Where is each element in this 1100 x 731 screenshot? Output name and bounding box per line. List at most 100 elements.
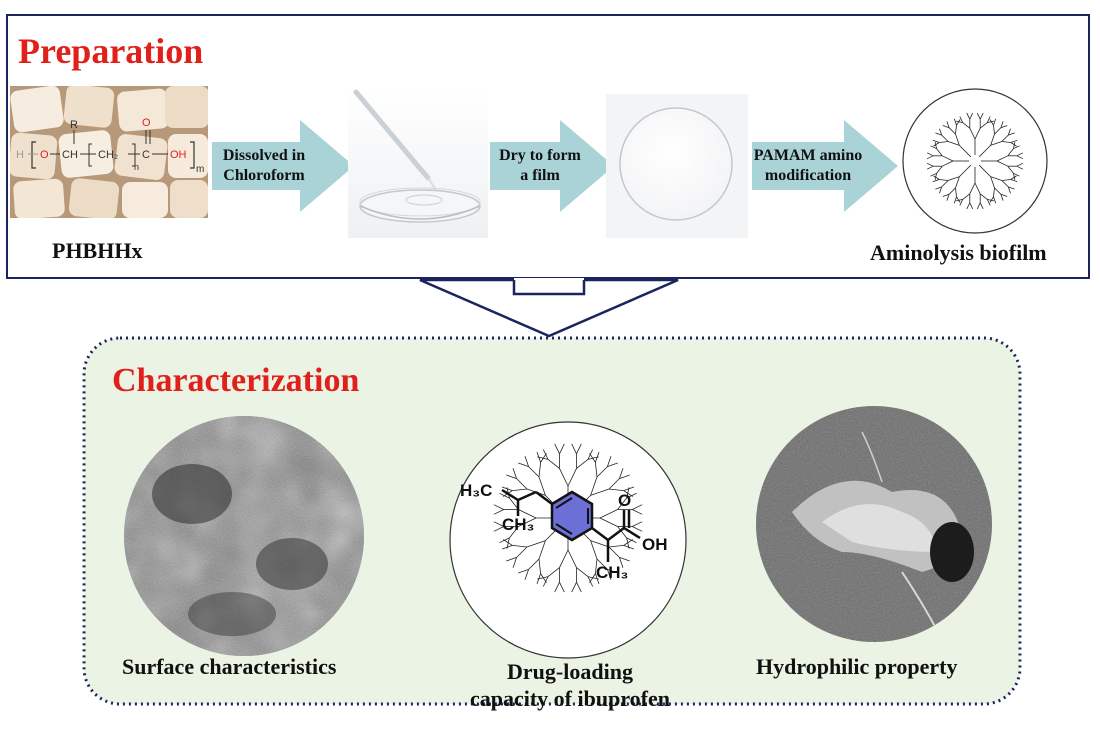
- dendrimer-branch: [956, 196, 961, 203]
- dendrimer-branch: [966, 202, 971, 210]
- dendrimer-branch: [986, 116, 991, 123]
- dendrimer-branch: [619, 557, 630, 562]
- dendrimer-branch: [926, 155, 934, 160]
- step-2-line-2: a film: [520, 167, 560, 184]
- dendrimer-branch: [976, 112, 981, 120]
- dendrimer-branch: [559, 582, 565, 593]
- dendrimer-branch: [608, 545, 624, 548]
- ibu-oh: OH: [642, 535, 668, 554]
- dendrimer-branch: [607, 462, 618, 467]
- dendrimer-branch: [969, 202, 974, 210]
- dendrimer-branch: [990, 133, 995, 146]
- dendrimer-branch: [524, 456, 529, 467]
- dendrimer-branch: [987, 120, 994, 123]
- dendrimer-branch: [607, 456, 612, 467]
- dendrimer-branch: [933, 175, 940, 180]
- dendrimer-branch: [990, 141, 1003, 146]
- dendrimer-branch: [1013, 173, 1016, 180]
- dendrimer-branch: [986, 199, 991, 206]
- dendrimer-branch: [590, 540, 610, 548]
- dendrimer-branch: [942, 125, 950, 129]
- formula-o-top: O: [142, 117, 151, 129]
- dendrimer-branch: [607, 569, 618, 574]
- dendrimer-branch: [1016, 165, 1024, 170]
- aminolysis-biofilm-label: Aminolysis biofilm: [870, 240, 1047, 265]
- drug-loading-line-1: Drug-loading: [507, 659, 633, 684]
- preparation-title: Preparation: [18, 31, 204, 71]
- dendrimer-branch: [576, 582, 582, 593]
- aminolysis-biofilm-image: [900, 86, 1050, 236]
- dendrimer-branch: [1007, 186, 1011, 194]
- dendrimer-branch: [969, 182, 976, 194]
- dendrimer-branch: [1007, 165, 1014, 174]
- formula-c: C: [142, 149, 150, 161]
- dendrimer-branch: [516, 478, 528, 490]
- dendrimer-branch: [996, 155, 1008, 162]
- dendrimer-branch: [587, 576, 599, 580]
- dendrimer-branch: [1013, 142, 1016, 149]
- step-2-line-1: Dry to form: [499, 147, 581, 164]
- dendrimer-branch: [538, 540, 546, 560]
- step-arrow-1: [212, 120, 354, 212]
- dendrimer-branch: [948, 187, 956, 195]
- dendrimer-branch: [493, 504, 504, 510]
- dendrimer-branch: [554, 582, 560, 593]
- dendrimer-branch: [617, 497, 627, 510]
- dendrimer-branch: [932, 179, 940, 183]
- dendrimer-branch: [926, 162, 934, 167]
- dendrimer-branch: [590, 488, 610, 496]
- dendrimer-branch: [1001, 179, 1011, 181]
- dendrimer-branch: [956, 119, 961, 126]
- dendrimer-branch: [1001, 141, 1011, 143]
- surface-sem-image: [122, 414, 366, 658]
- dendrimer-branch: [942, 160, 954, 167]
- dendrimer-branch: [1010, 142, 1017, 147]
- dendrimer-branch: [1016, 152, 1024, 157]
- dendrimer-branch: [536, 573, 541, 585]
- dendrimer-branch: [632, 526, 643, 532]
- dendrimer-branch: [595, 558, 598, 574]
- step-3-line-1: PAMAM amino: [753, 147, 863, 164]
- step-3-label: PAMAM amino modification: [752, 146, 864, 186]
- dendrimer-branch: [942, 155, 954, 162]
- dendrimer-branch: [608, 546, 620, 558]
- dendrimer-branch: [978, 145, 991, 158]
- dendrimer-branch: [935, 186, 942, 190]
- step-3-line-2: modification: [764, 167, 852, 184]
- dendrimer-branch: [599, 509, 618, 519]
- characterization-title: Characterization: [112, 362, 360, 399]
- dendrimer-branch: [1000, 121, 1004, 128]
- dendrimer-branch: [930, 145, 937, 150]
- dendrimer-branch: [506, 537, 510, 549]
- dendrimer-branch: [559, 549, 569, 568]
- step-2-label: Dry to form a film: [490, 146, 590, 186]
- dendrimer-branch: [619, 557, 624, 568]
- dendrimer-branch: [524, 569, 529, 580]
- dendrimer-branch: [955, 133, 960, 146]
- step-arrow-2: [490, 120, 614, 212]
- dendrimer-branch: [538, 558, 541, 574]
- dendrimer-branch: [978, 164, 991, 177]
- hydrophilic-cell-image: [752, 402, 996, 646]
- dendrimer-branch: [1008, 132, 1015, 136]
- dendrimer-branch: [987, 199, 994, 202]
- formula-ch: CH: [62, 149, 78, 161]
- dendrimer-branch: [623, 486, 635, 491]
- dendrimer-branch: [939, 186, 943, 194]
- dendrimer-branch: [934, 142, 937, 149]
- dendrimer-branch: [567, 549, 577, 568]
- step-1-line-2: Chloroform: [223, 167, 305, 184]
- dendrimer-branch: [955, 125, 957, 135]
- dendrimer-branch: [571, 443, 577, 454]
- petri-dish-image: [348, 86, 488, 238]
- dendrimer-branch: [974, 182, 981, 194]
- dendrimer-branch: [1013, 172, 1020, 177]
- dendrimer-branch: [948, 127, 956, 135]
- dendrimer-branch: [936, 165, 943, 174]
- dendrimer-branch: [493, 526, 504, 532]
- dendrimer-branch: [623, 490, 634, 497]
- dendrimer-branch: [576, 443, 582, 454]
- hydrophilic-property-label: Hydrophilic property: [756, 654, 958, 679]
- dendrimer-branch: [1008, 186, 1015, 190]
- dendrimer-branch: [518, 462, 529, 467]
